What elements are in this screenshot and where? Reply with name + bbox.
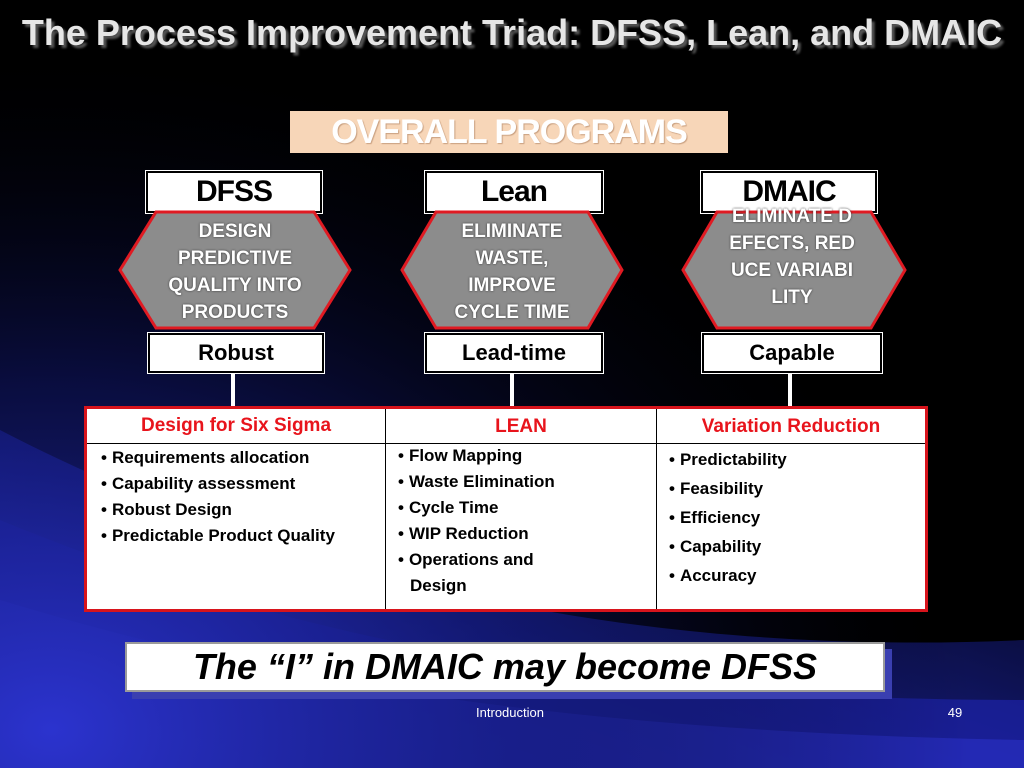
table-column-dfss: Design for Six Sigma Requirements alloca… xyxy=(87,409,385,609)
table-header-lean: LEAN xyxy=(495,416,547,437)
list-item: Capability xyxy=(669,532,919,561)
list-item: Efficiency xyxy=(669,503,919,532)
slide-title: The Process Improvement Triad: DFSS, Lea… xyxy=(21,12,1003,53)
hexagon-dmaic-text: ELIMINATE DEFECTS, REDUCE VARIABILITY xyxy=(729,206,855,308)
lean-list: Flow Mapping Waste Elimination Cycle Tim… xyxy=(398,443,648,599)
hexagon-lean xyxy=(400,210,624,330)
trait-box-robust: Robust xyxy=(147,332,325,374)
list-item: Capability assessment xyxy=(101,471,381,497)
list-item: Operations and Design xyxy=(398,547,580,599)
program-box-dfss: DFSS xyxy=(145,170,323,214)
connector-lean xyxy=(510,373,514,407)
hexagon-lean-text: ELIMINATE WASTE, IMPROVE CYCLE TIME xyxy=(454,221,570,323)
table-header-design-for-six-sigma: Design for Six Sigma xyxy=(140,415,332,436)
dfss-list: Requirements allocation Capability asses… xyxy=(101,445,381,549)
list-item: WIP Reduction xyxy=(398,521,648,547)
table-column-divider xyxy=(385,409,386,609)
list-item: Flow Mapping xyxy=(398,443,648,469)
list-item: Predictability xyxy=(669,445,919,474)
dmaic-dfss-note: The “I” in DMAIC may become DFSS xyxy=(125,642,885,692)
list-item: Feasibility xyxy=(669,474,919,503)
footer-section-label: Introduction xyxy=(476,705,544,720)
table-column-lean: LEAN Flow Mapping Waste Elimination Cycl… xyxy=(386,409,656,609)
connector-dfss xyxy=(231,373,235,407)
hexagon-dfss xyxy=(118,210,352,330)
program-box-lean: Lean xyxy=(424,170,604,214)
list-item: Predictable Product Quality xyxy=(101,523,381,549)
trait-box-lead-time: Lead-time xyxy=(424,332,604,374)
list-item: Waste Elimination xyxy=(398,469,648,495)
hexagon-dfss-text: DESIGN PREDICTIVE QUALITY INTO PRODUCTS xyxy=(168,221,302,323)
list-item: Cycle Time xyxy=(398,495,648,521)
table-column-divider xyxy=(656,409,657,609)
list-item: Robust Design xyxy=(101,497,381,523)
connector-dmaic xyxy=(788,373,792,407)
comparison-table: Design for Six Sigma Requirements alloca… xyxy=(84,406,928,612)
hexagon-dmaic xyxy=(681,210,907,330)
trait-box-capable: Capable xyxy=(701,332,883,374)
overall-programs-banner: OVERALL PROGRAMS xyxy=(290,111,728,153)
table-header-variation-reduction: Variation Reduction xyxy=(701,416,881,437)
variation-reduction-list: Predictability Feasibility Efficiency Ca… xyxy=(669,445,919,590)
table-column-variation-reduction: Variation Reduction Predictability Feasi… xyxy=(657,409,925,609)
list-item: Requirements allocation xyxy=(101,445,381,471)
list-item: Accuracy xyxy=(669,561,919,590)
footer-page-number: 49 xyxy=(947,705,963,720)
